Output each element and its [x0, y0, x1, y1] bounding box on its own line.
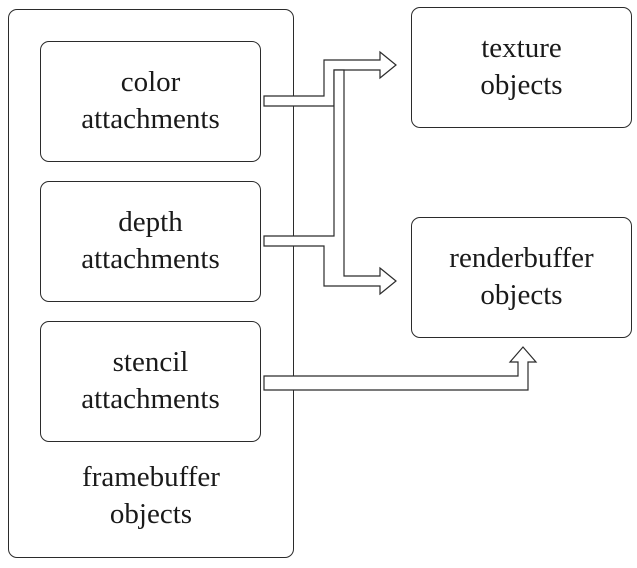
color-attachments-label: color attachments: [41, 64, 260, 138]
stencil-label-line2: attachments: [81, 383, 220, 415]
renderbuffer-objects-box: renderbuffer objects: [411, 217, 632, 338]
depth-label-line1: depth: [118, 206, 183, 238]
renderbuffer-label-line2: objects: [480, 279, 563, 311]
stencil-label-line1: stencil: [112, 346, 189, 378]
color-label-line1: color: [120, 66, 181, 98]
arrow-depth-to-texture-renderbuffer: [263, 69, 397, 296]
depth-label-line2: attachments: [81, 243, 220, 275]
texture-objects-label: texture objects: [412, 30, 631, 104]
arrow-stencil-to-renderbuffer: [263, 346, 538, 391]
stencil-attachments-box: stencil attachments: [40, 321, 261, 442]
depth-attachments-label: depth attachments: [41, 204, 260, 278]
renderbuffer-objects-label: renderbuffer objects: [412, 240, 631, 314]
texture-objects-box: texture objects: [411, 7, 632, 128]
framebuffer-label-line1: framebuffer: [82, 461, 220, 493]
arrow-color-to-texture: [263, 50, 397, 107]
framebuffer-label-line2: objects: [109, 498, 193, 530]
color-label-line2: attachments: [81, 103, 220, 135]
renderbuffer-label-line1: renderbuffer: [449, 242, 594, 274]
framebuffer-objects-label: framebuffer objects: [9, 459, 293, 533]
stencil-attachments-label: stencil attachments: [41, 344, 260, 418]
color-attachments-box: color attachments: [40, 41, 261, 162]
texture-label-line1: texture: [481, 32, 562, 64]
depth-attachments-box: depth attachments: [40, 181, 261, 302]
texture-label-line2: objects: [480, 69, 563, 101]
